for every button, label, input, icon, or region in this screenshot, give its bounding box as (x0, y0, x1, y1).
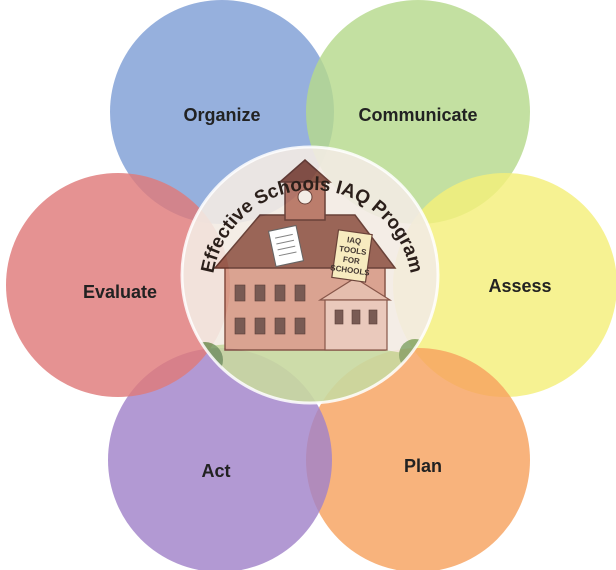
act-petal (108, 348, 332, 570)
sign-line-3: FOR (342, 255, 360, 266)
petal-circles (6, 0, 616, 570)
iaq-tools-sign: IAQ TOOLS FOR SCHOOLS (330, 229, 373, 283)
communicate-label: Communicate (358, 105, 477, 125)
organize-label: Organize (183, 105, 260, 125)
plan-label: Plan (404, 456, 442, 476)
petal-labels: Organize Communicate Assess Plan Act Eva… (83, 105, 552, 481)
sign-line-2: TOOLS (339, 244, 368, 257)
assess-label: Assess (488, 276, 551, 296)
assess-petal (393, 173, 616, 397)
center-ring (180, 145, 440, 405)
evaluate-petal (6, 173, 230, 397)
sign-line-1: IAQ (346, 235, 361, 246)
act-label: Act (201, 461, 230, 481)
evaluate-label: Evaluate (83, 282, 157, 302)
plan-petal (306, 348, 530, 570)
school-building-illustration: IAQ TOOLS FOR SCHOOLS (182, 147, 438, 403)
